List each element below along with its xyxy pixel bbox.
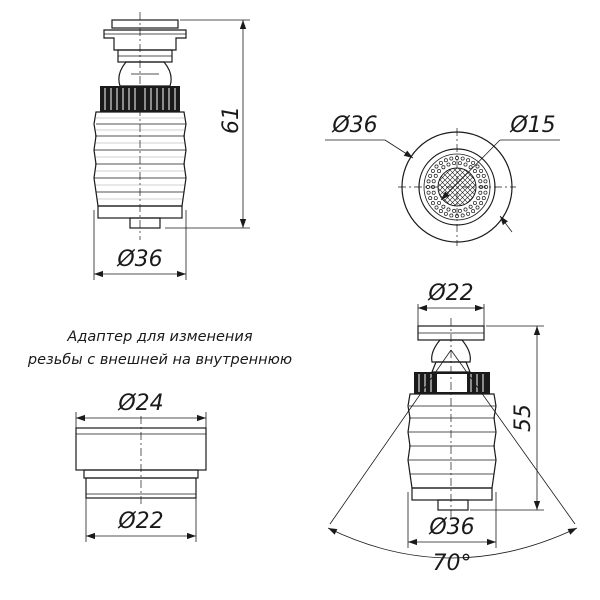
hole: [433, 196, 438, 201]
hole: [479, 168, 484, 173]
hole: [437, 169, 441, 174]
hole: [449, 156, 454, 161]
main-height-dimension: 61: [165, 19, 250, 229]
hole: [481, 196, 486, 201]
hole: [438, 160, 443, 165]
hole: [475, 164, 480, 169]
hole: [457, 208, 462, 213]
hole: [475, 205, 480, 210]
hole: [463, 207, 468, 212]
hole: [446, 162, 451, 167]
hole: [426, 190, 431, 195]
tilt-knurl-lines: [418, 374, 484, 392]
hole: [434, 164, 439, 169]
adapter-bottom-label: Ø22: [117, 509, 163, 534]
hole: [433, 173, 438, 178]
hole: [452, 161, 457, 166]
hole: [478, 190, 483, 195]
tilt-bottom-label: Ø36: [428, 515, 474, 540]
tilt-view: [329, 318, 576, 525]
bottom-inner-dimension: Ø15: [440, 113, 560, 201]
hole: [476, 196, 481, 201]
hole: [443, 158, 448, 163]
adapter-top-label: Ø24: [117, 391, 163, 416]
hole: [476, 173, 481, 178]
hole: [438, 209, 443, 214]
hole: [449, 213, 454, 218]
adapter-top-dimension: Ø24: [75, 391, 207, 428]
hole: [460, 156, 465, 161]
knurl-lines: [104, 88, 176, 110]
adapter-caption-line2: резьбы с внешней на внутреннюю: [27, 352, 292, 368]
hole: [426, 179, 431, 184]
tilt-top-dimension: Ø22: [417, 281, 485, 326]
hole: [466, 158, 471, 163]
hole: [471, 209, 476, 214]
bottom-view: [398, 128, 516, 246]
hole: [473, 169, 477, 174]
hole: [468, 165, 473, 170]
main-height-label: 61: [219, 106, 244, 134]
hole: [483, 179, 488, 184]
tilt-height-dimension: 55: [470, 325, 544, 511]
main-diameter-dimension: Ø36: [93, 210, 187, 280]
adapter-caption-line1: Адаптер для изменения: [66, 329, 252, 345]
hole: [441, 204, 446, 209]
hole: [478, 179, 483, 184]
bottom-outer-label: Ø36: [331, 113, 377, 138]
main-diameter-label: Ø36: [116, 247, 162, 272]
hole: [446, 207, 451, 212]
hole: [471, 160, 476, 165]
adapter-bottom-dimension: Ø22: [85, 498, 197, 542]
tilt-height-label: 55: [511, 404, 536, 432]
hole: [434, 205, 439, 210]
hole: [481, 173, 486, 178]
bottom-inner-label: Ø15: [509, 113, 555, 138]
hole: [452, 208, 457, 213]
hole: [431, 190, 436, 195]
hole: [431, 179, 436, 184]
hole: [468, 204, 473, 209]
hole: [428, 173, 433, 178]
hole: [428, 196, 433, 201]
hole: [473, 200, 477, 205]
tilt-angle-label: 70°: [433, 551, 472, 576]
hole: [483, 190, 488, 195]
tilt-top-label: Ø22: [427, 281, 473, 306]
hole: [466, 211, 471, 216]
hole: [460, 213, 465, 218]
adapter-part: [75, 416, 207, 506]
hole: [437, 200, 441, 205]
hole: [463, 162, 468, 167]
hole: [479, 201, 484, 206]
main-view: [93, 12, 187, 240]
tilt-bottom-dimension: Ø36: [407, 492, 497, 548]
hole: [441, 165, 446, 170]
bottom-outer-dimension: Ø36: [325, 113, 513, 233]
hole: [430, 168, 435, 173]
hole: [443, 211, 448, 216]
tilt-angle-dimension: 70°: [327, 527, 578, 576]
hole: [430, 201, 435, 206]
hole: [457, 161, 462, 166]
